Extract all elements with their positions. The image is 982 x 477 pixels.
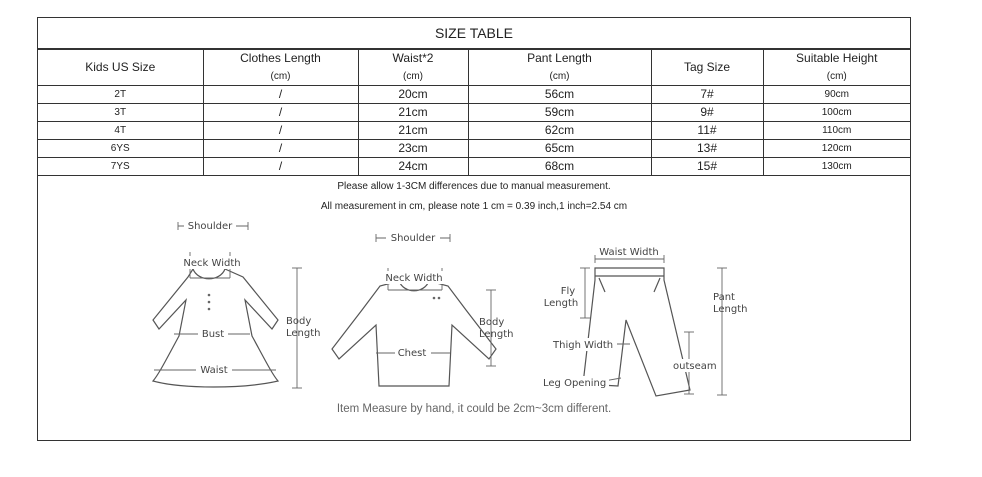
pants-fly-length-label: Fly bbox=[561, 286, 576, 297]
pants-outseam-label: outseam bbox=[673, 361, 717, 372]
cell-pant-length: 65cm bbox=[467, 139, 652, 158]
pants-pant-length-label-2: Length bbox=[713, 304, 748, 315]
shirt-body-length-label-2: Length bbox=[479, 329, 514, 340]
cell-waist: 21cm bbox=[357, 103, 469, 122]
header-waist: Waist*2(cm) bbox=[357, 49, 469, 86]
cell-tag-size: 11# bbox=[650, 121, 764, 140]
shirt-body-length-label: Body bbox=[479, 317, 504, 328]
dress-body-length-label-2: Length bbox=[286, 328, 321, 339]
cell-height: 90cm bbox=[762, 85, 910, 104]
cell-size: 4T bbox=[38, 121, 204, 140]
dress-shoulder-label: Shoulder bbox=[188, 221, 233, 232]
cell-size: 6YS bbox=[38, 139, 204, 158]
header-tag-size: Tag Size bbox=[650, 49, 764, 86]
header-kids-us-size: Kids US Size bbox=[38, 49, 204, 86]
header-clothes-length: Clothes Length(cm) bbox=[202, 49, 359, 86]
cell-waist: 24cm bbox=[357, 157, 469, 176]
table-row: 3T / 21cm 59cm 9# 100cm bbox=[38, 103, 910, 122]
cell-height: 120cm bbox=[762, 139, 910, 158]
cell-pant-length: 62cm bbox=[467, 121, 652, 140]
shirt-chest-label: Chest bbox=[398, 348, 427, 359]
table-row: 6YS / 23cm 65cm 13# 120cm bbox=[38, 139, 910, 158]
cell-clothes-length: / bbox=[202, 121, 359, 140]
measure-footnote: Item Measure by hand, it could be 2cm~3c… bbox=[336, 403, 612, 415]
dress-illustration: Shoulder Neck Width Bust Waist Body Leng… bbox=[151, 219, 321, 389]
shirt-illustration: Shoulder Neck Width Chest Body Length bbox=[331, 231, 514, 387]
dress-bust-label: Bust bbox=[202, 329, 224, 340]
pants-waist-width-label: Waist Width bbox=[599, 247, 659, 258]
header-pant-length: Pant Length(cm) bbox=[467, 49, 652, 86]
shirt-shoulder-label: Shoulder bbox=[391, 233, 436, 244]
cell-tag-size: 13# bbox=[650, 139, 764, 158]
size-table: Kids US Size Clothes Length(cm) Waist*2(… bbox=[38, 49, 910, 176]
cell-tag-size: 15# bbox=[650, 157, 764, 176]
dress-body-length-label: Body bbox=[286, 316, 311, 327]
note-conversion: All measurement in cm, please note 1 cm … bbox=[320, 201, 628, 212]
cell-pant-length: 59cm bbox=[467, 103, 652, 122]
pants-illustration: Waist Width Fly Length Pant Length Thigh… bbox=[541, 245, 748, 397]
header-suitable-height: Suitable Height(cm) bbox=[762, 49, 910, 86]
table-row: 7YS / 24cm 68cm 15# 130cm bbox=[38, 157, 910, 176]
cell-clothes-length: / bbox=[202, 85, 359, 104]
table-row: 4T / 21cm 62cm 11# 110cm bbox=[38, 121, 910, 140]
measurement-diagram: Shoulder Neck Width Bust Waist Body Leng… bbox=[151, 219, 748, 397]
cell-size: 7YS bbox=[38, 157, 204, 176]
pants-thigh-width-label: Thigh Width bbox=[552, 340, 613, 351]
header-row: Kids US Size Clothes Length(cm) Waist*2(… bbox=[38, 49, 910, 86]
dress-waist-label: Waist bbox=[200, 365, 227, 376]
cell-waist: 21cm bbox=[357, 121, 469, 140]
cell-size: 3T bbox=[38, 103, 204, 122]
measurement-notes: Please allow 1-3CM differences due to ma… bbox=[38, 177, 910, 217]
cell-height: 100cm bbox=[762, 103, 910, 122]
cell-tag-size: 9# bbox=[650, 103, 764, 122]
shirt-neck-width-label: Neck Width bbox=[385, 273, 442, 284]
dress-neck-width-label: Neck Width bbox=[183, 258, 240, 269]
table-title: SIZE TABLE bbox=[38, 18, 910, 49]
pants-leg-opening-label: Leg Opening bbox=[543, 378, 606, 389]
cell-clothes-length: / bbox=[202, 103, 359, 122]
cell-clothes-length: / bbox=[202, 157, 359, 176]
cell-height: 110cm bbox=[762, 121, 910, 140]
pants-pant-length-label: Pant bbox=[713, 292, 735, 303]
cell-pant-length: 56cm bbox=[467, 85, 652, 104]
table-row: 2T / 20cm 56cm 7# 90cm bbox=[38, 85, 910, 104]
cell-pant-length: 68cm bbox=[467, 157, 652, 176]
cell-waist: 23cm bbox=[357, 139, 469, 158]
cell-tag-size: 7# bbox=[650, 85, 764, 104]
size-chart: SIZE TABLE Kids US Size Clothes Length(c… bbox=[37, 17, 911, 441]
cell-size: 2T bbox=[38, 85, 204, 104]
note-difference: Please allow 1-3CM differences due to ma… bbox=[337, 181, 611, 192]
pants-fly-length-label-2: Length bbox=[544, 298, 579, 309]
cell-height: 130cm bbox=[762, 157, 910, 176]
cell-clothes-length: / bbox=[202, 139, 359, 158]
cell-waist: 20cm bbox=[357, 85, 469, 104]
